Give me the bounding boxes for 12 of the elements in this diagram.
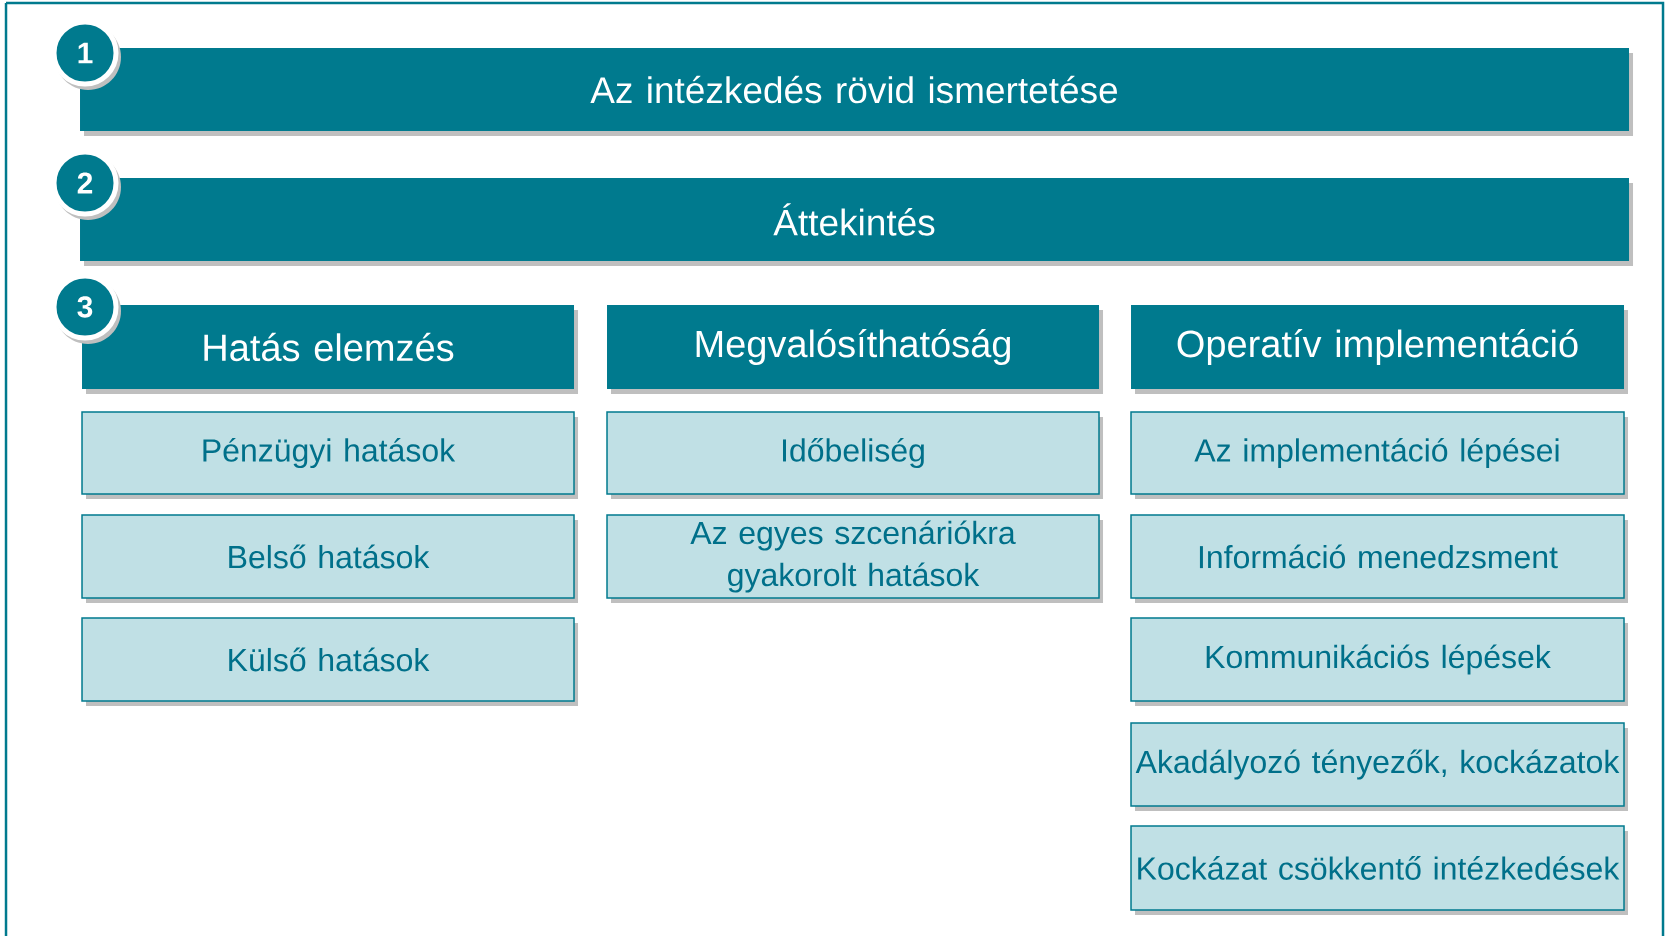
topic-box: Pénzügyi hatások [81,411,578,499]
column-header: Megvalósíthatóság [607,305,1103,394]
topic-box: Időbeliség [606,411,1103,499]
topic-box: Akadályozó tényezők, kockázatok [1130,722,1628,811]
topic-box: Az implementáció lépései [1130,411,1628,499]
topic-box: Kockázat csökkentő intézkedések [1130,825,1628,915]
topic-box: Az egyes szcenáriókra gyakorolt hatások [606,514,1103,603]
topic-box: Belső hatások [81,514,578,603]
topic-box: Külső hatások [81,617,578,706]
topic-box: Információ menedzsment [1130,514,1628,603]
topic-box: Kommunikációs lépések [1130,617,1628,706]
column-header: Operatív implementáció [1131,305,1628,394]
